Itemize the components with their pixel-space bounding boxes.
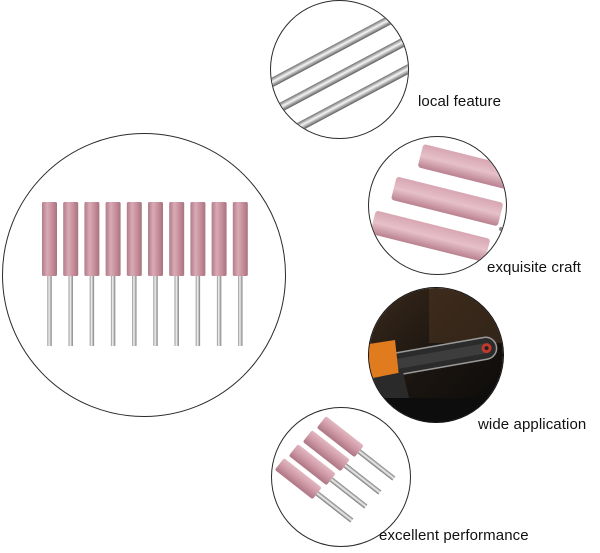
stone-shaft	[153, 276, 158, 346]
grinding-stone	[211, 202, 227, 276]
stone-shaft	[132, 276, 137, 346]
grinding-stone	[148, 202, 163, 276]
grinding-stone	[63, 202, 79, 276]
stone-shaft	[89, 276, 95, 346]
grinding-stone	[126, 202, 142, 276]
grinding-stone	[190, 202, 206, 276]
grinding-stone	[42, 202, 57, 276]
angled-grinding-stone	[275, 458, 322, 499]
chainsaw-sharpening-photo	[369, 288, 503, 422]
caption-wide-application: wide application	[478, 416, 587, 433]
caption-local-feature: local feature	[418, 93, 502, 110]
stone-shaft	[47, 276, 52, 346]
stone-shaft	[238, 276, 243, 346]
angled-grinding-stone	[317, 416, 364, 457]
stone-shaft	[68, 276, 73, 346]
angled-stone-shaft	[329, 477, 368, 509]
stones-with-shanks-angle	[275, 416, 396, 523]
stone-shaft	[110, 276, 116, 346]
grinding-stone	[105, 202, 121, 276]
wide-application-image	[368, 287, 504, 423]
grinding-stone	[169, 202, 185, 276]
grinding-stones-set-illustration	[42, 202, 248, 346]
main-product-image	[2, 133, 286, 417]
excellent-performance-image	[271, 407, 411, 547]
angled-stone-shaft	[315, 491, 354, 523]
angled-stone-shaft	[357, 449, 396, 481]
metal-rods-closeup	[271, 9, 408, 138]
pink-stones-closeup	[370, 144, 506, 262]
angled-grinding-stone	[289, 444, 336, 485]
angled-stone-shaft	[343, 463, 382, 495]
stone-shaft	[216, 276, 222, 346]
stone-shaft	[195, 276, 201, 346]
caption-excellent-performance: excellent performance	[379, 527, 529, 544]
local-feature-image	[270, 0, 409, 139]
angled-grinding-stone	[303, 430, 350, 471]
caption-exquisite-craft: exquisite craft	[487, 259, 582, 276]
stone-shaft	[174, 276, 179, 346]
grinding-stone	[232, 202, 248, 276]
grinding-stone	[84, 202, 100, 276]
exquisite-craft-image	[368, 136, 507, 275]
